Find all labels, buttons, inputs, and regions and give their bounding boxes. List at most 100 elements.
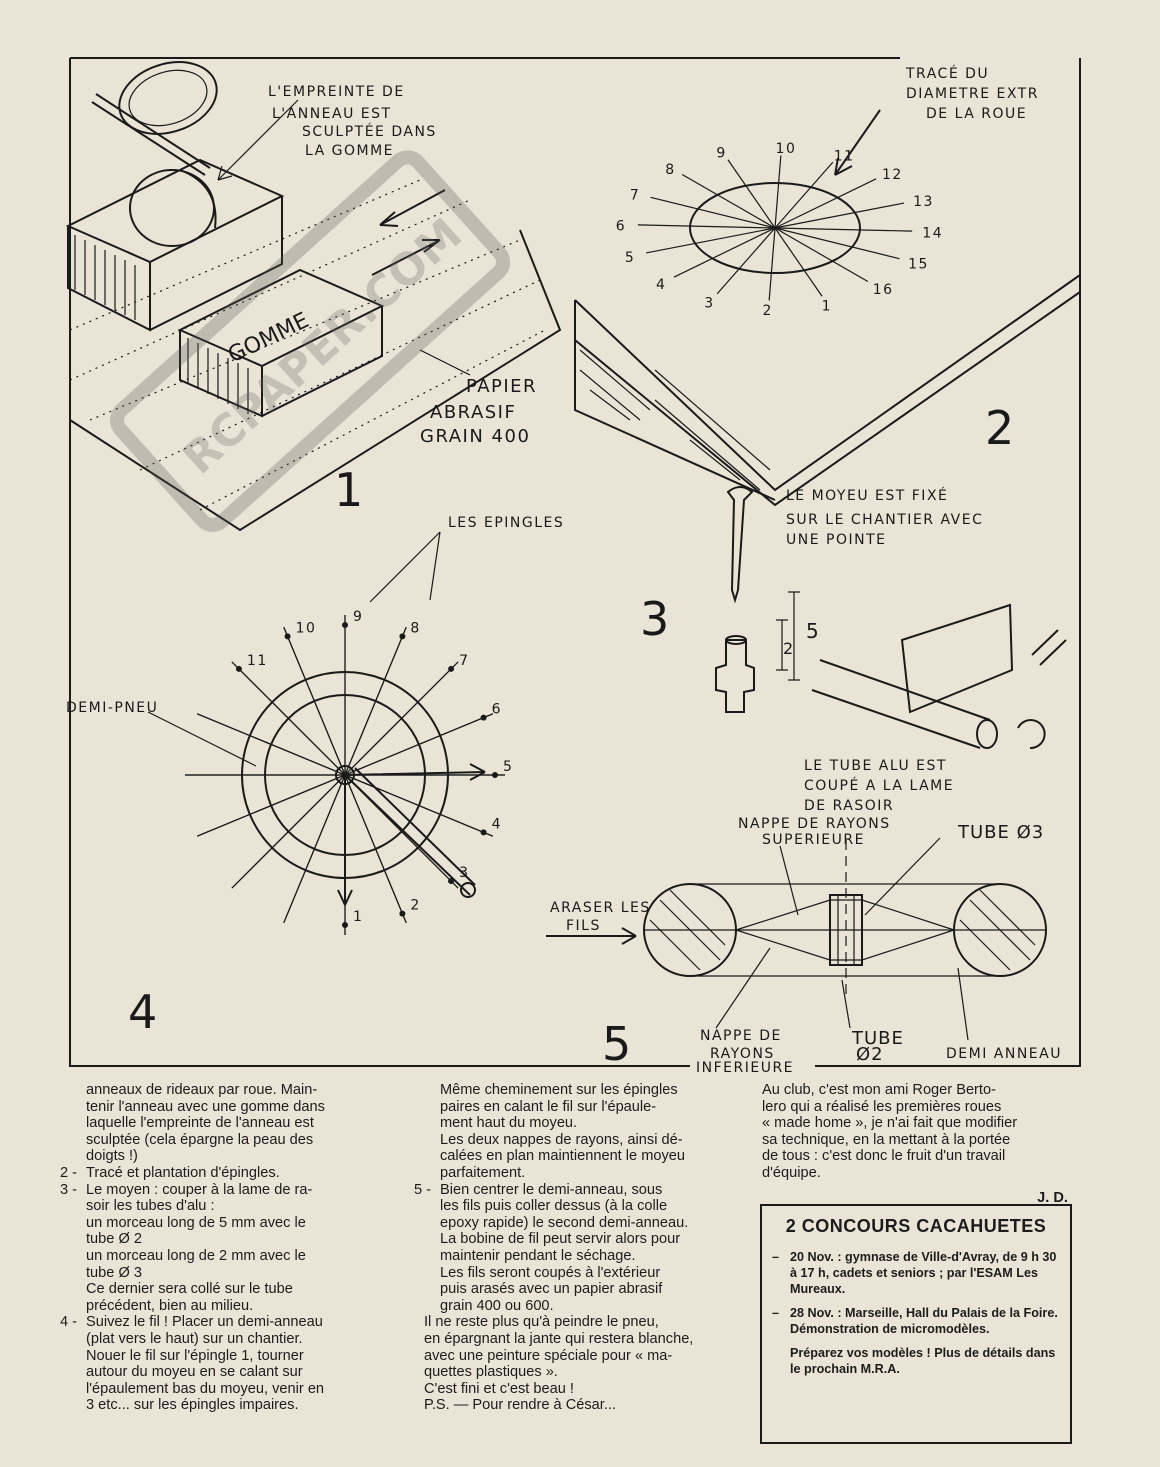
- contest-text: 20 Nov. : gymnase de Ville-d'Avray, de 9…: [790, 1250, 1057, 1296]
- text-line: de tous : c'est donc le fruit d'un trava…: [762, 1148, 1006, 1165]
- text-line: ment haut du moyeu.: [440, 1115, 578, 1132]
- tube3-label: TUBE Ø3: [957, 822, 1044, 843]
- spoke: [681, 173, 776, 229]
- pin-number: 15: [908, 256, 929, 272]
- text-line: l'épaulement bas du moyeu, venir en: [86, 1380, 325, 1397]
- wheel-outline: [689, 182, 861, 274]
- text-column-1: anneaux de rideaux par roue. Main- tenir…: [60, 1082, 388, 1414]
- text-line: 3 etc... sur les épingles impaires.: [86, 1397, 299, 1414]
- spoke: [768, 227, 776, 301]
- pin-number: 16: [873, 282, 894, 298]
- pin-dot: [399, 910, 406, 917]
- trace-label-line3: DE LA ROUE: [926, 106, 1027, 122]
- trim-label-line2: FILS: [566, 918, 601, 934]
- box-closing: Préparez vos modèles ! Plus de détails d…: [772, 1345, 1060, 1377]
- text-line: en épargnant la jante qui restera blanch…: [424, 1330, 694, 1347]
- contest-text: 28 Nov. : Marseille, Hall du Palais de l…: [790, 1306, 1058, 1336]
- figure-5: NAPPE DE RAYONS SUPERIEURE TUBE Ø3 ARASE…: [546, 816, 1062, 1076]
- figure-number-4: 4: [128, 985, 157, 1039]
- spoke: [774, 202, 905, 229]
- trace-label-line1: TRACÉ DU: [905, 65, 989, 82]
- dim-5: 5: [806, 619, 819, 643]
- upper-label-line1: NAPPE DE RAYONS: [738, 816, 891, 832]
- text-line: tube Ø 3: [86, 1264, 142, 1281]
- pin-number: 8: [410, 620, 420, 636]
- spoke: [650, 196, 776, 229]
- aluminum-tube: [811, 659, 991, 749]
- intro-paragraph: anneaux de rideaux par roue. Main- tenir…: [60, 1082, 388, 1165]
- text-line: sa technique, en la mettant à la portée: [762, 1131, 1011, 1148]
- text-line: « made home », je n'ai fait que modifier: [762, 1115, 1018, 1132]
- figure-number-2: 2: [985, 401, 1014, 455]
- dim-2: 2: [783, 639, 793, 658]
- spoke: [774, 227, 900, 260]
- text-line: soir les tubes d'alu :: [86, 1198, 215, 1215]
- pin-dot: [284, 633, 291, 640]
- contest-item-1: – 20 Nov. : gymnase de Ville-d'Avray, de…: [772, 1249, 1060, 1297]
- pin-number: 13: [913, 194, 934, 210]
- text-line: lero qui a réalisé les premières roues: [762, 1098, 1002, 1115]
- text-column-2: Même cheminement sur les épingles paires…: [414, 1082, 744, 1414]
- text-line: C'est fini et c'est beau !: [424, 1380, 574, 1397]
- text-line: un morceau long de 5 mm avec le: [86, 1214, 306, 1231]
- illustration-panel: GOMME L'EMPREINTE DE L'ANNEAU EST SCULPT…: [65, 57, 1081, 1076]
- spoke: [774, 227, 869, 283]
- paragraph-2: Il ne reste plus qu'à peindre le pneu, e…: [414, 1314, 744, 1414]
- text-line: maintenir pendant le séchage.: [440, 1247, 636, 1264]
- lower-label-line2: RAYONS: [710, 1046, 775, 1062]
- spoke-lines: [637, 155, 913, 301]
- watermark: RCPAPER.COM: [109, 150, 511, 532]
- ring-label-line3: SCULPTÉE DANS: [302, 123, 437, 140]
- pin-number: 2: [410, 898, 420, 914]
- pin-dot: [342, 622, 348, 628]
- ring-imprint: [129, 169, 215, 247]
- text-line: Les fils seront coupés à l'extérieur: [440, 1264, 661, 1281]
- hub-tubes: [715, 639, 755, 713]
- tube2-label-line2: Ø2: [856, 1044, 884, 1065]
- hub-label-line3: UNE POINTE: [786, 532, 886, 548]
- text-line: Nouer le fil sur l'épingle 1, tourner: [86, 1347, 304, 1364]
- text-line: d'équipe.: [762, 1164, 821, 1181]
- text-line: un morceau long de 2 mm avec le: [86, 1247, 306, 1264]
- text-line: Le moyen : couper à la lame de ra-: [86, 1181, 313, 1198]
- text-line: Il ne reste plus qu'à peindre le pneu,: [424, 1314, 659, 1331]
- spoke: [645, 227, 776, 254]
- bullet-dash: –: [772, 1306, 780, 1320]
- paper-label-line1: PAPIER: [466, 376, 537, 397]
- trace-label-line2: DIAMETRE EXTR: [906, 86, 1039, 102]
- spoke: [774, 155, 782, 229]
- text-line: calées en plan maintiennent le moyeu: [440, 1148, 686, 1165]
- figure-number-3: 3: [640, 592, 669, 646]
- pin-number: 14: [922, 225, 943, 241]
- pin-number: 2: [762, 303, 772, 319]
- author-signature: J. D.: [1037, 1189, 1068, 1206]
- ring-label-line2: L'ANNEAU EST: [272, 106, 392, 122]
- pin-number: 6: [492, 702, 502, 718]
- step-text: Tracé et plantation d'épingles.: [86, 1164, 280, 1181]
- contest-announcement-box: 2 CONCOURS CACAHUETES – 20 Nov. : gymnas…: [760, 1204, 1072, 1444]
- pin-number: 1: [353, 909, 363, 925]
- text-line: puis arasés avec un papier abrasif: [440, 1281, 663, 1298]
- pin-dot: [492, 772, 498, 778]
- text-line: sculptée (cela épargne la peau des: [86, 1131, 314, 1148]
- text-line: epoxy rapide) le second demi-anneau.: [440, 1214, 689, 1231]
- text-line: Les deux nappes de rayons, ainsi dé-: [440, 1131, 683, 1148]
- spoke: [774, 161, 834, 229]
- step-number: 5 -: [414, 1181, 432, 1198]
- nail-icon: [726, 486, 754, 604]
- paragraph-1: Même cheminement sur les épingles paires…: [414, 1082, 744, 1182]
- curtain-ring-icon: [118, 61, 218, 135]
- text-line: Au club, c'est mon ami Roger Berto-: [762, 1082, 996, 1098]
- step-number: 2 -: [60, 1164, 78, 1181]
- pin-number: 9: [716, 146, 726, 162]
- pin-number: 9: [353, 609, 363, 625]
- bullet-dash: –: [772, 1250, 780, 1264]
- half-ring-label: DEMI ANNEAU: [946, 1046, 1062, 1062]
- spoke: [727, 159, 776, 229]
- text-line: anneaux de rideaux par roue. Main-: [86, 1082, 318, 1098]
- step-5: 5 - Bien centrer le demi-anneau, sous le…: [414, 1182, 744, 1315]
- text-line: P.S. — Pour rendre à César...: [424, 1397, 616, 1414]
